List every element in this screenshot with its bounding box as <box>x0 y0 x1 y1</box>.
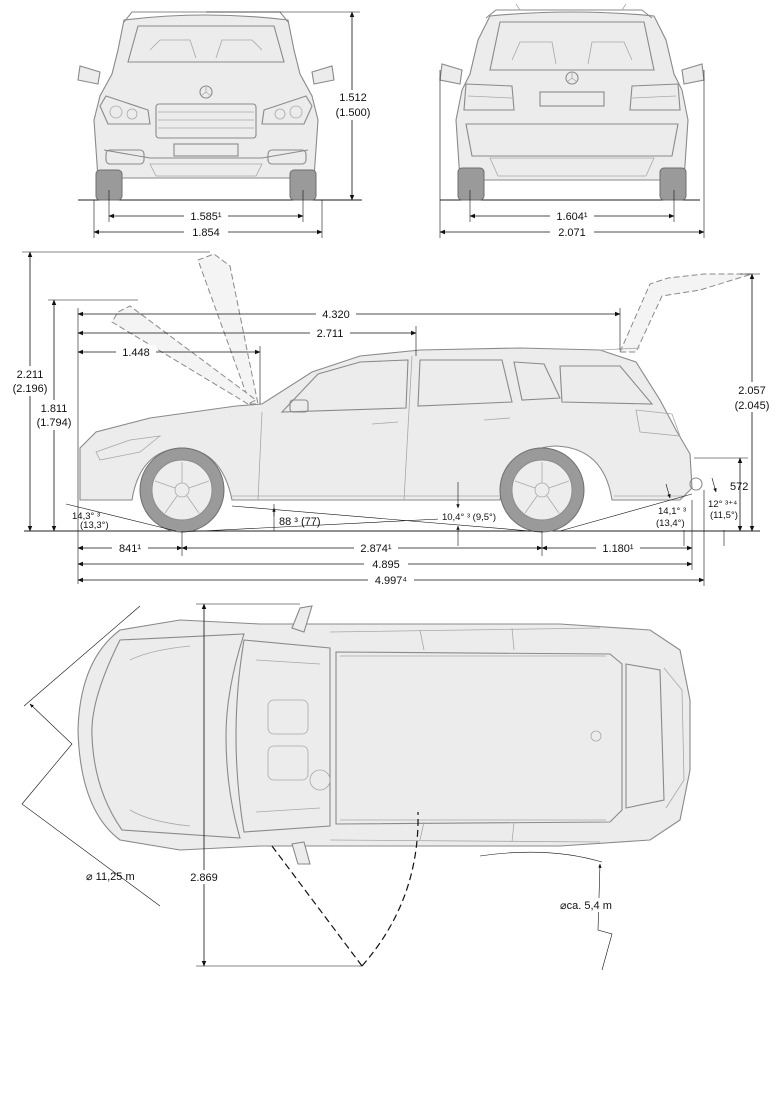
rear-right-wheel <box>659 167 687 201</box>
approach-angle-value: 14,3° ³ <box>72 511 100 522</box>
rear-left-taillight <box>463 83 515 111</box>
ground-clearance-value: 88 ³ (77) <box>279 516 321 528</box>
rear-left-wheel <box>457 167 485 201</box>
open-hood-outline <box>197 253 259 405</box>
height-hood-open-alt-value: (2.196) <box>13 383 48 395</box>
front-to-hood-hinge-value: 1.448 <box>122 347 150 359</box>
front-view-body <box>93 14 319 179</box>
rear-right-taillight <box>629 83 681 111</box>
front-track-value: 1.585¹ <box>190 211 222 223</box>
ramp-angle-value: 10,4° ³ (9,5°) <box>442 512 496 523</box>
rear-right-mirror <box>681 63 705 85</box>
front-grille <box>155 103 257 139</box>
top-view: 2.869 ⌀ 11,25 m ⌀ca. 5,4 m <box>21 603 691 971</box>
height-hood-open-value: 2.211 <box>17 369 44 381</box>
ramp-angle-line-rear <box>231 505 543 533</box>
front-left-headlight <box>99 95 151 125</box>
rear-window <box>489 21 655 71</box>
top-rear-window <box>625 663 665 809</box>
front-height-alt-value: (1.500) <box>336 107 371 119</box>
front-license-plate <box>173 143 239 157</box>
top-view-body <box>77 619 691 851</box>
height-value: 1.811 <box>41 403 68 415</box>
tailgate-swing-value: ⌀ca. 5,4 m <box>560 900 612 912</box>
approach-angle-alt-value: (13,3°) <box>80 520 109 531</box>
top-hood <box>91 633 245 839</box>
tailgate-open-height-value: 2.057 <box>738 385 766 397</box>
side-front-window <box>280 359 409 413</box>
turning-circle-leader-upper <box>23 605 141 707</box>
side-rear-window <box>417 359 513 407</box>
front-left-mirror <box>77 65 101 85</box>
departure-angle-line <box>559 493 693 532</box>
top-windscreen <box>235 639 331 833</box>
departure-angle-value: 14,1° ³ <box>658 506 686 517</box>
front-right-mirror <box>311 65 335 85</box>
tailgate-swing-leader <box>597 863 613 971</box>
top-roof <box>335 651 623 825</box>
top-right-mirror <box>291 841 311 865</box>
rear-width-value: 2.071 <box>558 227 586 239</box>
rear-view-body <box>455 11 689 181</box>
rear-view: 1.604¹ 2.071 <box>439 3 705 239</box>
length-value: 4.895 <box>372 559 400 571</box>
height-alt-value: (1.794) <box>37 417 72 429</box>
front-width-value: 1.854 <box>192 227 220 239</box>
length-with-hitch-value: 4.997⁴ <box>375 575 408 587</box>
turning-circle-value: ⌀ 11,25 m <box>86 871 135 883</box>
front-windscreen <box>127 25 285 63</box>
rear-left-mirror <box>439 63 463 85</box>
loading-sill-height-value: 572 <box>730 481 748 493</box>
door-swing-value: 2.869 <box>190 872 218 884</box>
tailgate-angle-value: 12° ³⁺⁴ <box>708 499 737 510</box>
open-tailgate-outline <box>619 273 753 353</box>
side-view: 2.211 (2.196) 1.811 (1.794) 4.320 2.711 … <box>6 251 776 587</box>
body-length-value: 4.320 <box>322 309 350 321</box>
tailgate-angle-alt-value: (11,5°) <box>710 510 738 521</box>
rear-license-plate <box>539 91 605 107</box>
wheelbase-value: 2.874¹ <box>360 543 392 555</box>
rear-overhang-value: 1.180¹ <box>602 543 634 555</box>
front-view: 1.512 (1.500) 1.585¹ 1.854 <box>77 11 374 239</box>
front-right-headlight <box>261 95 313 125</box>
front-to-b-pillar-value: 2.711 <box>317 328 344 340</box>
ramp-angle-line-front <box>181 517 461 533</box>
tailgate-open-height-alt-value: (2.045) <box>735 400 770 412</box>
open-door-line <box>271 845 363 967</box>
departure-angle-alt-value: (13,4°) <box>656 518 685 529</box>
front-height-value: 1.512 <box>339 92 367 104</box>
side-quarter-window <box>513 361 561 401</box>
open-door-arc <box>361 811 419 967</box>
rear-track-value: 1.604¹ <box>556 211 588 223</box>
approach-angle-line <box>65 503 177 532</box>
turning-circle-leader <box>21 703 161 907</box>
front-overhang-value: 841¹ <box>119 543 141 555</box>
top-left-mirror <box>291 605 313 633</box>
